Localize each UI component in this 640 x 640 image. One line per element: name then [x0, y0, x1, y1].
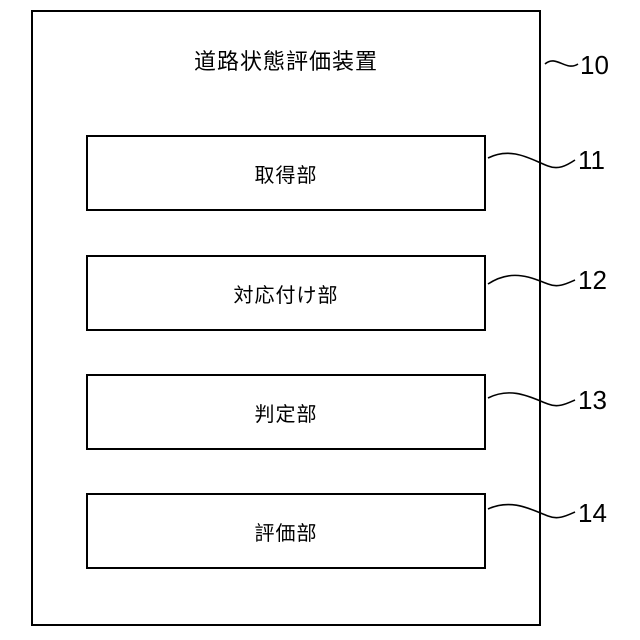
- leader-line-acquisition: [488, 153, 575, 167]
- leader-line-evaluation: [488, 505, 575, 518]
- leader-line-device: [545, 61, 578, 66]
- ref-number-acquisition: 11: [578, 145, 605, 175]
- leader-line-judgment: [488, 393, 575, 406]
- ref-number-judgment: 13: [578, 385, 607, 415]
- leader-line-association: [488, 275, 575, 285]
- ref-number-evaluation: 14: [578, 498, 607, 528]
- ref-number-device: 10: [580, 50, 609, 80]
- ref-number-association: 12: [578, 265, 607, 295]
